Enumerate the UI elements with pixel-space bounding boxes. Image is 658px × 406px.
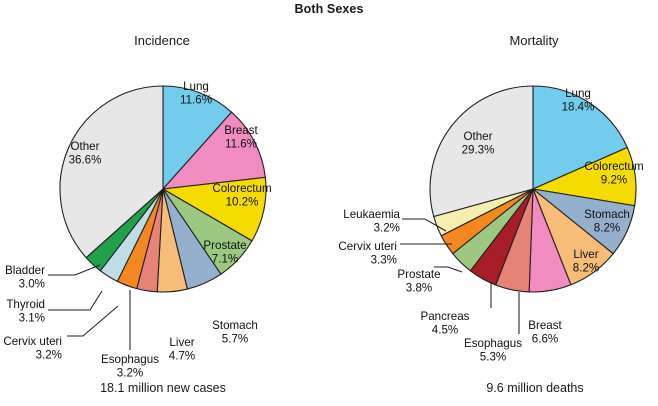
leader-line-mortality-prostate <box>434 266 463 273</box>
slice-label-pct: 5.7% <box>222 332 248 345</box>
slice-label-name: Cervix uteri <box>338 240 397 253</box>
slice-label-name: Colorectum <box>584 160 643 173</box>
pie-slice-mortality-other[interactable] <box>429 85 534 218</box>
chart-caption-incidence: 18.1 million new cases <box>100 381 226 395</box>
slice-label-pct: 4.5% <box>432 323 458 336</box>
slice-label-name: Breast <box>528 319 562 332</box>
leader-line-mortality-leukaemia <box>402 218 447 232</box>
slice-label-pct: 3.8% <box>406 281 432 294</box>
slice-label-pct: 11.6% <box>180 93 212 106</box>
slice-label-pct: 7.1% <box>212 252 238 265</box>
slice-label-pct: 3.1% <box>19 311 45 324</box>
slice-label-name: Esophagus <box>464 337 522 350</box>
slice-label-name: Leukaemia <box>343 208 400 221</box>
slice-label-name: Other <box>71 140 100 153</box>
slice-label-pct: 9.2% <box>601 173 627 186</box>
slice-label-pct: 3.2% <box>36 348 62 361</box>
slice-label-pct: 8.2% <box>573 261 599 274</box>
slice-label-name: Stomach <box>584 208 630 221</box>
slice-label-pct: 3.2% <box>117 366 143 379</box>
slice-label-pct: 29.3% <box>462 143 495 156</box>
chart-caption-mortality: 9.6 million deaths <box>486 381 584 395</box>
leader-line-incidence-cervix_uteri <box>67 305 119 337</box>
slice-label-pct: 8.2% <box>594 221 620 234</box>
slice-label-pct: 3.3% <box>371 253 397 266</box>
slice-label-pct: 11.6% <box>225 137 257 150</box>
slice-label-name: Other <box>464 130 493 143</box>
slice-label-pct: 5.3% <box>480 350 506 363</box>
slice-label-pct: 3.0% <box>19 277 45 290</box>
slice-label-name: Liver <box>169 336 194 349</box>
leader-line-incidence-bladder <box>48 264 101 276</box>
slice-label-name: Prostate <box>397 268 440 281</box>
slice-label-pct: 18.4% <box>562 100 595 113</box>
chart-title-incidence: Incidence <box>134 33 190 48</box>
pie-slice-incidence-other[interactable] <box>59 85 164 259</box>
chart-title-mortality: Mortality <box>509 33 559 48</box>
slice-label-name: Liver <box>573 248 598 261</box>
pie-slice-incidence-lung[interactable] <box>162 85 233 191</box>
slice-label-pct: 3.2% <box>374 221 400 234</box>
slice-label-name: Lung <box>183 80 209 93</box>
slice-label-name: Breast <box>224 124 258 137</box>
leader-line-incidence-thyroid <box>48 290 103 311</box>
slice-label-name: Cervix uteri <box>3 335 62 348</box>
slice-label-name: Bladder <box>5 264 45 277</box>
pie-slice-mortality-lung[interactable] <box>532 85 628 190</box>
slice-label-pct: 4.7% <box>169 349 195 362</box>
figure-title: Both Sexes <box>294 2 364 16</box>
slice-label-pct: 10.2% <box>226 195 259 208</box>
slice-label-name: Colorectum <box>212 182 271 195</box>
slice-label-name: Esophagus <box>101 353 159 366</box>
slice-label-name: Prostate <box>203 239 246 252</box>
slice-label-name: Stomach <box>212 319 258 332</box>
slice-label-name: Pancreas <box>421 310 470 323</box>
slice-label-pct: 36.6% <box>69 153 102 166</box>
slice-label-name: Thyroid <box>6 298 45 311</box>
slice-label-name: Lung <box>565 87 591 100</box>
slice-label-pct: 6.6% <box>532 332 558 345</box>
pie-slice-incidence-breast[interactable] <box>161 111 266 190</box>
